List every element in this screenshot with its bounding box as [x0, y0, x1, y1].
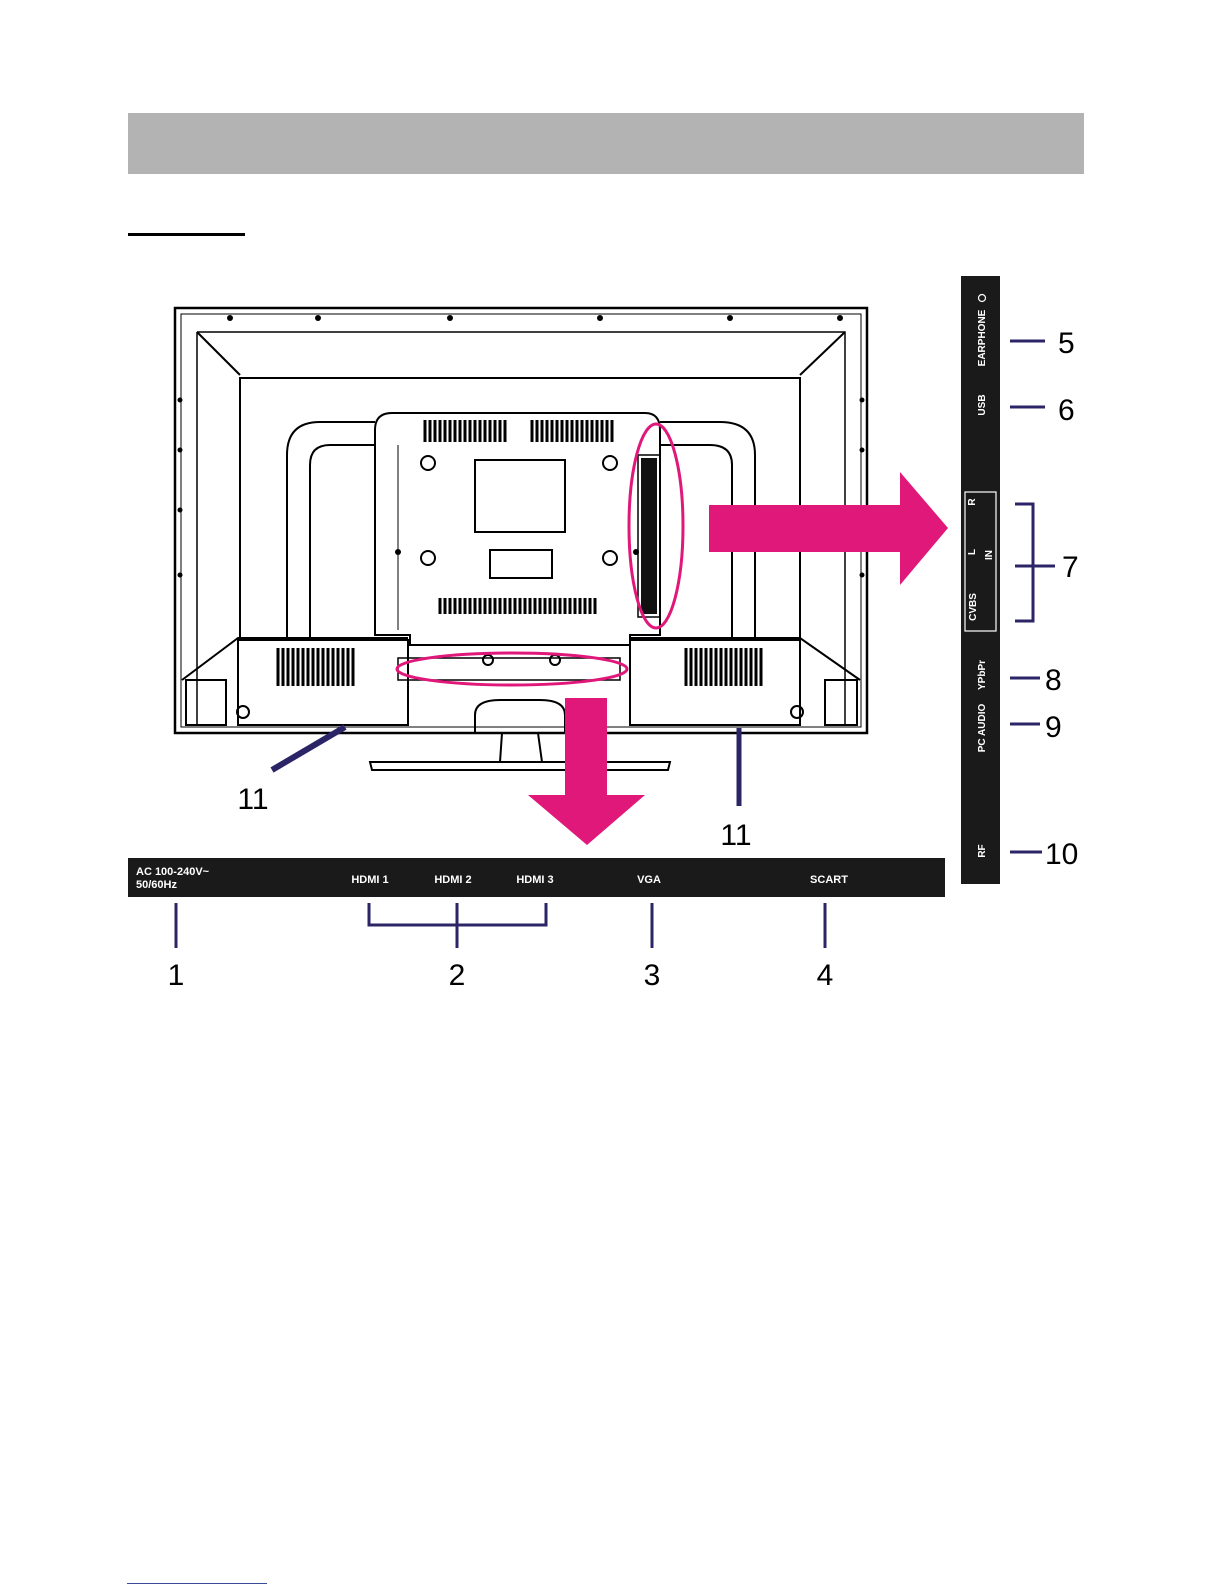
side-leader-lines: [1010, 341, 1055, 852]
r-label: R: [967, 498, 978, 506]
hdmi1-label: HDMI 1: [351, 874, 388, 886]
callout-2: 2: [449, 959, 466, 992]
ac-label-line2: 50/60Hz: [136, 879, 177, 891]
callout-10: 10: [1045, 838, 1078, 871]
ac-label-line1: AC 100-240V~: [136, 866, 210, 878]
rf-label: RF: [977, 844, 988, 857]
ypbpr-label: YPbPr: [977, 660, 988, 690]
callout-9: 9: [1045, 711, 1062, 744]
cvbs-label: CVBS: [968, 593, 979, 621]
callout-3: 3: [644, 959, 661, 992]
callout-8: 8: [1045, 664, 1062, 697]
callout-1: 1: [168, 959, 185, 992]
arrow-down-icon: [528, 698, 645, 845]
callout-11-right: 11: [720, 819, 751, 852]
callout-5: 5: [1058, 327, 1075, 360]
pc-audio-label: PC AUDIO: [977, 704, 988, 753]
hdmi3-label: HDMI 3: [516, 874, 553, 886]
callout-11-left: 11: [237, 783, 268, 816]
l-label: L: [967, 549, 978, 555]
callout-7: 7: [1062, 551, 1079, 584]
in-label: IN: [984, 550, 995, 560]
earphone-label: EARPHONE: [977, 309, 988, 366]
vga-label: VGA: [637, 874, 661, 886]
hdmi2-label: HDMI 2: [434, 874, 471, 886]
arrow-right-icon: [709, 472, 948, 585]
callout-4: 4: [817, 959, 834, 992]
usb-label: USB: [977, 394, 988, 415]
scart-label: SCART: [810, 874, 848, 886]
callout-6: 6: [1058, 394, 1075, 427]
bottom-leader-lines: [176, 903, 825, 948]
